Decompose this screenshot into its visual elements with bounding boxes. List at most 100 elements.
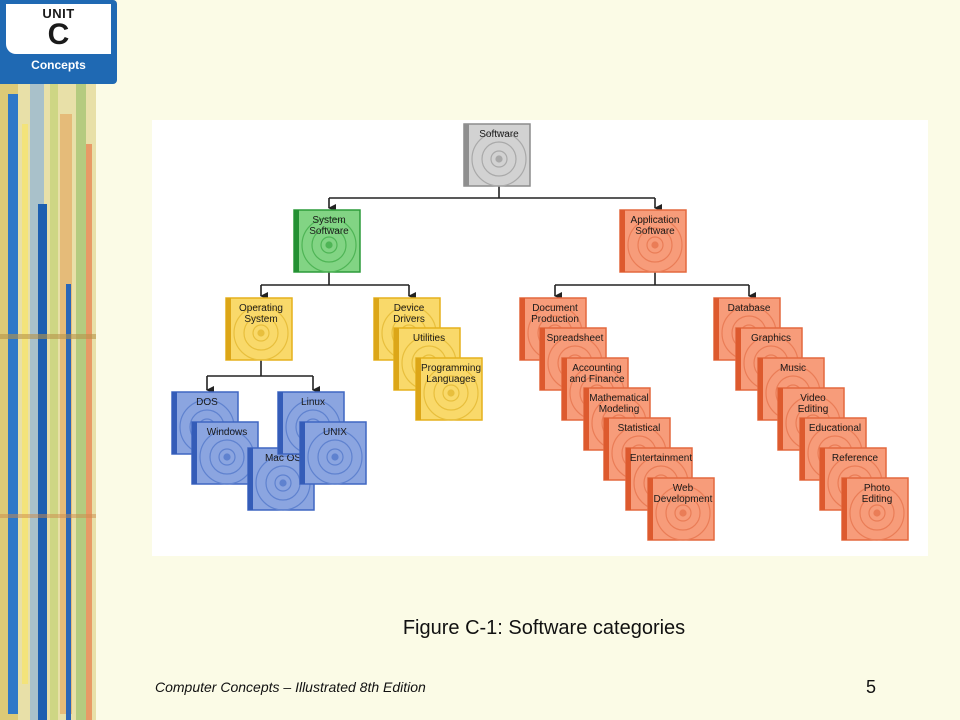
node-label: Spreadsheet (547, 333, 604, 344)
cd-disc-icon (257, 329, 265, 337)
cd-case-spine (172, 392, 177, 454)
cd-case-spine (626, 448, 631, 510)
node-label: Video (800, 393, 826, 404)
cd-disc-icon (679, 509, 687, 517)
node-label: Operating (239, 303, 283, 314)
node-label: Mac OS (265, 453, 301, 464)
figure-caption: Figure C-1: Software categories (402, 617, 686, 639)
node-label: and Finance (569, 374, 624, 385)
cd-disc-icon (859, 495, 895, 531)
node-label: Accounting (572, 363, 621, 374)
node-label: Music (780, 363, 806, 374)
cd-case-spine (374, 298, 379, 360)
node-label: Editing (862, 494, 893, 505)
software-hierarchy-diagram: SoftwareSystemSoftwareApplicationSoftwar… (171, 123, 909, 541)
cd-case-spine (248, 448, 253, 510)
node-label: Entertainment (630, 453, 692, 464)
side-painting-image (0, 84, 96, 720)
cd-disc-icon (627, 217, 683, 273)
node-label: Development (654, 494, 713, 505)
node-label: Software (479, 129, 519, 140)
cd-case-spine (714, 298, 719, 360)
cd-case-spine (736, 328, 741, 390)
cd-disc-icon (490, 150, 508, 168)
node-label: Languages (426, 374, 476, 385)
decorative-side-painting (0, 84, 96, 720)
cd-disc-icon (481, 141, 517, 177)
cd-case-spine (562, 358, 567, 420)
cd-disc-icon (447, 389, 455, 397)
node-label: Application (631, 215, 680, 226)
page-number: 5 (866, 677, 877, 697)
cd-disc-icon (495, 155, 503, 163)
cd-disc-icon (311, 227, 347, 263)
cd-case-spine (604, 418, 609, 480)
cd-disc-icon (274, 474, 292, 492)
cd-case-spine (820, 448, 825, 510)
cd-case-spine (520, 298, 525, 360)
cd-case-spine (648, 478, 653, 540)
node-label: Linux (301, 397, 325, 408)
node-label: Reference (832, 453, 879, 464)
cd-disc-icon (331, 453, 339, 461)
cd-disc-icon (252, 324, 270, 342)
cd-disc-icon (849, 485, 905, 541)
node-label: Editing (798, 404, 829, 415)
cd-disc-icon (243, 315, 279, 351)
node-label: Software (309, 226, 349, 237)
node-label: Modeling (599, 404, 640, 415)
cd-case-spine (278, 392, 283, 454)
node-label: Windows (207, 427, 248, 438)
node-label: Document (532, 303, 578, 314)
cd-disc-icon (320, 236, 338, 254)
cd-case-spine (394, 328, 399, 390)
cd-disc-icon (325, 241, 333, 249)
cd-case-spine (300, 422, 305, 484)
node-label: Mathematical (589, 393, 648, 404)
cd-disc-icon (223, 453, 231, 461)
cd-case-spine (540, 328, 545, 390)
node-label: Programming (421, 363, 481, 374)
cd-disc-icon (326, 448, 344, 466)
cd-disc-icon (433, 375, 469, 411)
node-label: Statistical (618, 423, 661, 434)
unit-letter: C (47, 18, 70, 51)
cd-disc-icon (301, 217, 357, 273)
cd-case-spine (778, 388, 783, 450)
node-label: System (312, 215, 345, 226)
node-label: Utilities (413, 333, 445, 344)
cd-case-spine (620, 210, 625, 272)
unit-word: UNIT (42, 6, 75, 21)
unit-badge-top: UNIT C (6, 4, 111, 54)
cd-disc-icon (471, 131, 527, 187)
cd-case-spine (842, 478, 847, 540)
cd-case-spine (758, 358, 763, 420)
cd-case-spine (800, 418, 805, 480)
cd-case-spine (192, 422, 197, 484)
cd-disc-icon (442, 384, 460, 402)
cd-disc-icon (646, 236, 664, 254)
cd-disc-icon (665, 495, 701, 531)
cd-case-spine (464, 124, 469, 186)
cd-disc-icon (423, 365, 479, 421)
cd-disc-icon (868, 504, 886, 522)
node-label: Graphics (751, 333, 791, 344)
node-label: UNIX (323, 427, 347, 438)
node-label: Software (635, 226, 675, 237)
cd-disc-icon (637, 227, 673, 263)
cd-disc-icon (279, 479, 287, 487)
cd-disc-icon (218, 448, 236, 466)
cd-disc-icon (317, 439, 353, 475)
cd-disc-icon (873, 509, 881, 517)
cd-case-spine (584, 388, 589, 450)
node-unix: UNIX (299, 421, 367, 485)
cd-case-spine (294, 210, 299, 272)
node-label: Web (673, 483, 694, 494)
cd-case-spine (416, 358, 421, 420)
